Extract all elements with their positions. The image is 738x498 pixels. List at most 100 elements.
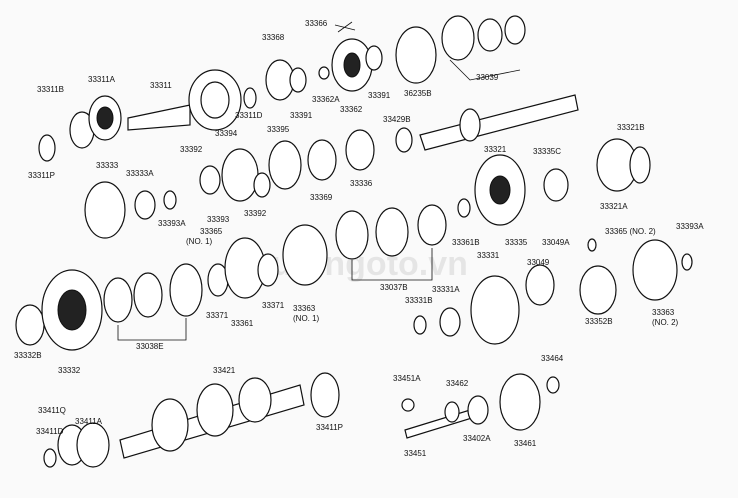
snap-ring-33321B [629, 146, 651, 184]
output-shaft-33321 [419, 94, 579, 151]
label-33366: 33366 [305, 19, 328, 28]
ring-33371b [257, 253, 279, 287]
label-33429B: 33429B [383, 115, 411, 124]
label-33365-no1-note: (NO. 1) [186, 237, 213, 246]
label-33451: 33451 [404, 449, 427, 458]
bearing-33333A [134, 190, 156, 220]
label-33333A: 33333A [126, 169, 154, 178]
label-33332: 33332 [58, 366, 81, 375]
ring-33037B-c [417, 204, 447, 246]
counter-gear-b [196, 383, 234, 437]
washer-33462 [444, 401, 460, 423]
ring-33049 [525, 264, 555, 306]
label-33049: 33049 [527, 258, 550, 267]
ring-33336 [345, 129, 375, 171]
input-shaft-gear-hub [200, 81, 230, 119]
ring-33038E-b [133, 272, 163, 318]
washer-33393A [163, 190, 177, 210]
ring-33038E-c [169, 263, 203, 317]
ring-33038E-a [103, 277, 133, 323]
label-33393A-left: 33393A [158, 219, 186, 228]
needle-bearing-33311D [243, 87, 257, 109]
label-33321B: 33321B [617, 123, 645, 132]
label-33365-no1: 33365 [200, 227, 223, 236]
bearing-33411A [76, 422, 110, 468]
sleeve-33363-no2 [632, 239, 678, 301]
label-33391a: 33391 [290, 111, 313, 120]
label-33311P: 33311P [28, 171, 55, 180]
label-33393: 33393 [207, 215, 230, 224]
label-33362A: 33362A [312, 95, 340, 104]
counter-gear-c [238, 377, 272, 423]
label-33371a: 33371 [206, 311, 229, 320]
bearing-33335C [543, 168, 569, 202]
label-33365-no2: 33365 (NO. 2) [605, 227, 656, 236]
bearing-33331A [439, 307, 461, 337]
label-33368: 33368 [262, 33, 285, 42]
label-33039: 33039 [476, 73, 499, 82]
key-spring-33391b [365, 45, 383, 71]
bracket-33039 [449, 59, 521, 81]
label-33392b: 33392 [244, 209, 267, 218]
label-33311A: 33311A [88, 75, 116, 84]
label-33411A: 33411A [75, 417, 103, 426]
label-33451A: 33451A [393, 374, 421, 383]
label-33311B: 33311B [37, 85, 64, 94]
bracket-33038E [117, 318, 187, 341]
sleeve-33363-no1 [282, 224, 328, 286]
label-33421: 33421 [213, 366, 236, 375]
gear-33335-bore [489, 175, 511, 205]
label-33331: 33331 [477, 251, 500, 260]
key-33451A [401, 398, 415, 412]
snap-ring-33411D [43, 448, 57, 468]
label-33411D: 33411D [36, 427, 64, 436]
ring-33037B-a [335, 210, 369, 260]
label-33049A: 33049A [542, 238, 570, 247]
sleeve-33395 [268, 140, 302, 190]
label-33395: 33395 [267, 125, 290, 134]
sleeve-36235B [395, 26, 437, 84]
label-33394: 33394 [215, 129, 238, 138]
ring-33039c [504, 15, 526, 45]
input-shaft-33311 [127, 104, 191, 131]
label-33462: 33462 [446, 379, 469, 388]
label-33411P: 33411P [316, 423, 343, 432]
label-33371b: 33371 [262, 301, 285, 310]
idler-shaft-33451 [404, 409, 473, 439]
label-33336: 33336 [350, 179, 373, 188]
label-33352B: 33352B [585, 317, 613, 326]
label-33333: 33333 [96, 161, 119, 170]
label-33332B: 33332B [14, 351, 42, 360]
label-36235B: 36235B [404, 89, 432, 98]
bearing-33402A [467, 395, 489, 425]
ring-33331B [413, 315, 427, 335]
hub-33393 [221, 148, 259, 202]
spring-33049A [587, 238, 597, 252]
synchro-hub-33039 [441, 15, 475, 61]
snap-ring-33311P [38, 134, 56, 162]
bearing-33411P [310, 372, 340, 418]
ring-33392 [199, 165, 221, 195]
label-33363-no2: 33363 [652, 308, 675, 317]
label-33411Q: 33411Q [38, 406, 66, 415]
label-33037B: 33037B [380, 283, 408, 292]
reverse-idler-gear-33461 [499, 373, 541, 431]
snap-ring-33362A [318, 66, 330, 80]
label-33391b: 33391 [368, 91, 391, 100]
key-33366 [334, 21, 356, 33]
label-33331B: 33331B [405, 296, 433, 305]
label-33335: 33335 [505, 238, 528, 247]
label-33402A: 33402A [463, 434, 491, 443]
bearing-33311A-bore [96, 106, 114, 130]
label-33331A: 33331A [432, 285, 460, 294]
label-33369: 33369 [310, 193, 333, 202]
hub-sleeve-33362-bore [343, 52, 361, 78]
ring-33369 [307, 139, 337, 181]
label-33321: 33321 [484, 145, 507, 154]
label-33038E: 33038E [136, 342, 164, 351]
washer-33464 [546, 376, 560, 394]
ring-33361B [457, 198, 471, 218]
label-33464: 33464 [541, 354, 564, 363]
